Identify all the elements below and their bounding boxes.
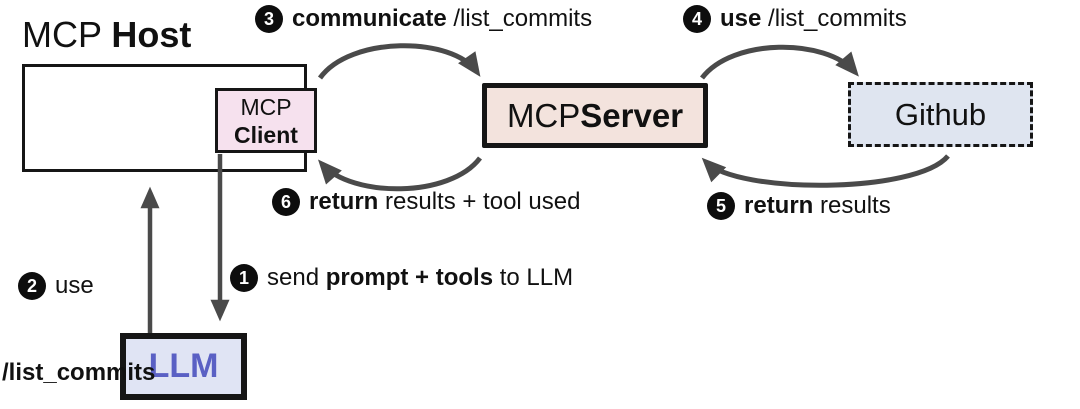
- github-label: Github: [894, 96, 987, 132]
- step-1-send-prompt-label: 1 send prompt + tools to LLM: [230, 264, 573, 292]
- step-1-badge: 1: [230, 264, 258, 292]
- mcp-host-title: MCP Host: [22, 14, 191, 56]
- mcp-host-title-regular: MCP: [22, 14, 112, 55]
- step-2-use-label: 2 use /list_commits: [2, 216, 155, 409]
- step-2-text-regular: use: [55, 272, 94, 299]
- step-3-badge: 3: [255, 5, 283, 33]
- step-5-text: return results: [744, 192, 891, 219]
- mcp-server-label-regular: MCP: [506, 96, 581, 134]
- step-4-use-label: 4 use /list_commits: [683, 5, 907, 33]
- step-6-badge: 6: [272, 188, 300, 216]
- mcp-client-label-line2: Client: [234, 121, 298, 148]
- arrow-server-return-client: [318, 156, 482, 192]
- step-2-badge: 2: [18, 272, 46, 300]
- mcp-client-box: MCP Client: [215, 88, 317, 153]
- github-box: Github: [848, 82, 1033, 147]
- step-3-text: communicate /list_commits: [292, 5, 593, 32]
- llm-label: LLM: [148, 347, 219, 385]
- step-2-line2: /list_commits: [2, 359, 156, 386]
- step-6-return-label: 6 return results + tool used: [272, 188, 580, 216]
- step-1-text: send prompt + tools to LLM: [267, 264, 574, 291]
- step-3-communicate-label: 3 communicate /list_commits: [255, 5, 592, 33]
- arrow-github-return-server: [701, 154, 950, 188]
- mcp-server-label-bold: Server: [580, 96, 684, 134]
- step-6-text: return results + tool used: [309, 188, 581, 215]
- mcp-host-title-bold: Host: [111, 14, 192, 55]
- mcp-client-label-line1: MCP: [240, 93, 292, 120]
- mcp-server-box: MCP Server: [482, 83, 708, 148]
- arrow-server-use-github: [700, 44, 859, 80]
- llm-box: LLM: [120, 333, 247, 400]
- arrow-client-communicate-server: [317, 43, 481, 80]
- step-4-badge: 4: [683, 5, 711, 33]
- step-2-line1: 2 use: [2, 272, 155, 300]
- step-4-text: use /list_commits: [720, 5, 907, 32]
- step-5-return-label: 5 return results: [707, 192, 891, 220]
- step-5-badge: 5: [707, 192, 735, 220]
